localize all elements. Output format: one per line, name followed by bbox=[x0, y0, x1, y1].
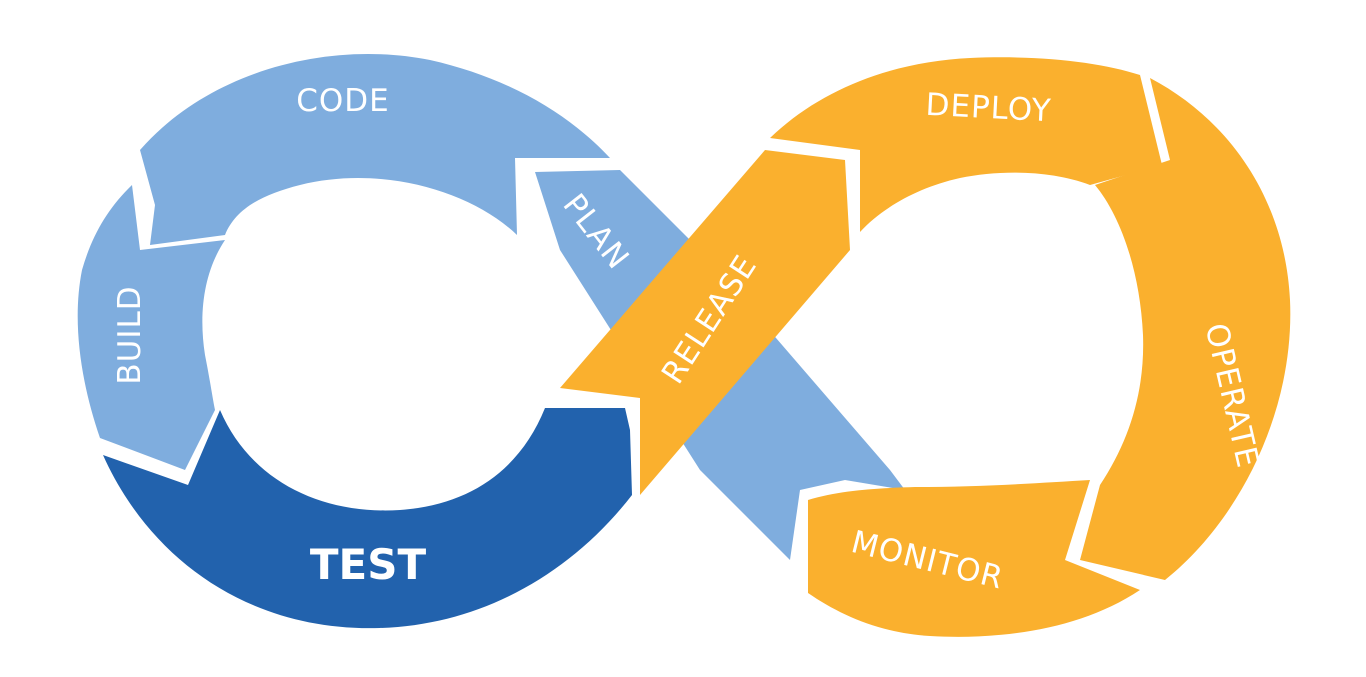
stage-label-code: CODE bbox=[296, 83, 390, 119]
segment-build bbox=[77, 185, 225, 470]
stage-label-test: TEST bbox=[310, 540, 427, 589]
segment-test bbox=[103, 408, 632, 629]
segment-release bbox=[560, 150, 850, 495]
segment-monitor bbox=[808, 480, 1140, 637]
stage-label-deploy: DEPLOY bbox=[925, 87, 1053, 130]
segment-deploy bbox=[770, 57, 1162, 232]
segment-code bbox=[140, 54, 610, 245]
segment-operate bbox=[1080, 78, 1291, 580]
stage-label-build: BUILD bbox=[112, 285, 148, 384]
